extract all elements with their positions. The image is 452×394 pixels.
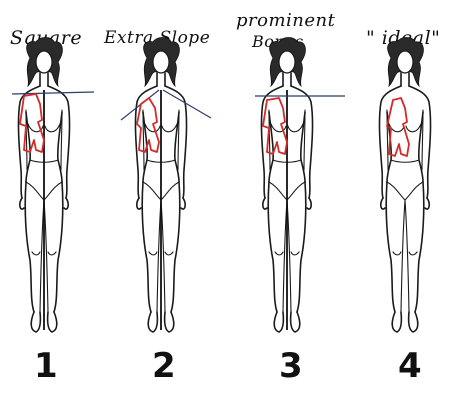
figure-2 [121, 38, 211, 333]
figure-3 [255, 38, 345, 333]
figure-1 [12, 38, 94, 333]
figure-4 [379, 38, 430, 333]
